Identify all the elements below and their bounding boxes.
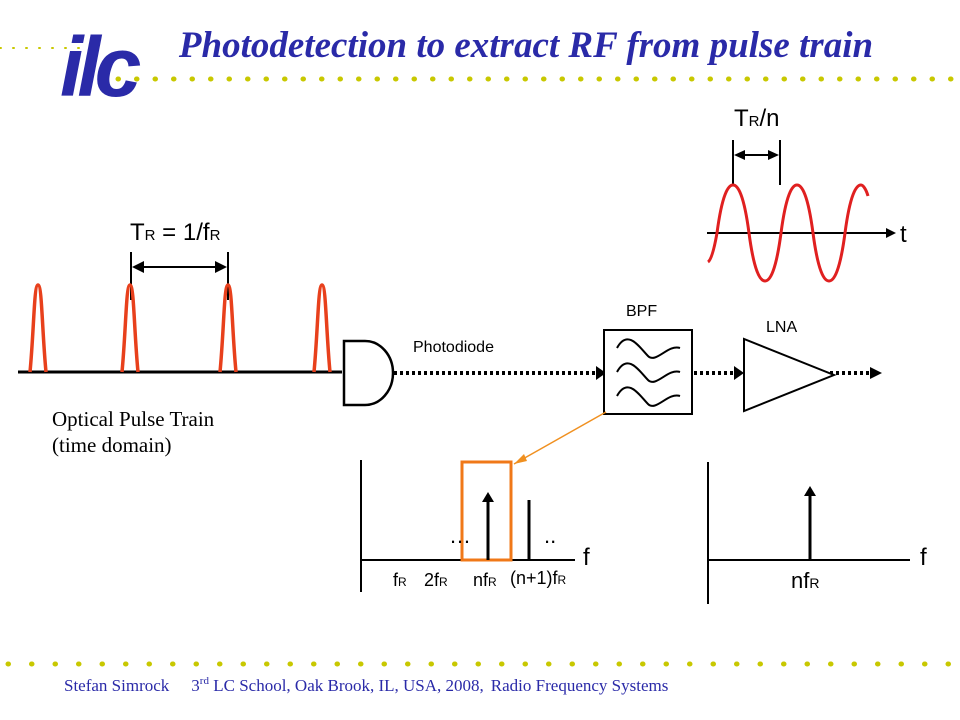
spectrum-axis-label: f — [920, 544, 927, 571]
dotted-rule-top — [0, 47, 960, 82]
output-arrowhead — [870, 367, 882, 379]
rf-sine-wave — [706, 183, 870, 283]
rf-period-arrow — [732, 140, 781, 185]
period-label: TR = 1/fR — [130, 219, 221, 246]
spectral-line-n-arrowhead — [482, 492, 494, 502]
pulse-caption: Optical Pulse Train (time domain) — [52, 407, 219, 457]
photodiode-symbol — [342, 339, 395, 407]
spectrum-axis-label: f — [583, 544, 590, 571]
lna-label: LNA — [766, 319, 797, 336]
spectrum-plot-2: f nfR — [707, 462, 927, 604]
optical-pulse — [218, 283, 238, 373]
spectrum-tick-label: nfR — [791, 568, 819, 593]
signal-arrowhead — [596, 366, 606, 380]
time-axis-label: t — [900, 221, 907, 248]
spectrum-dots-left: … — [449, 523, 471, 548]
ilc-logo: ilc — [60, 20, 141, 114]
spectrum-dots-right: .. — [544, 523, 556, 548]
optical-pulse — [312, 283, 332, 373]
rf-period-label: TR/n — [734, 105, 780, 132]
photodiode-label: Photodiode — [413, 339, 494, 356]
bpf-label: BPF — [626, 303, 657, 320]
bpf-callout-line — [513, 411, 607, 465]
spectrum-tick-label: fR — [393, 570, 407, 590]
spectrum-tick-label: 2fR — [424, 570, 448, 590]
spectral-line-n-arrowhead — [804, 486, 816, 496]
spectrum-plot-1: … .. f fR 2fR nfR (n+1)fR — [360, 411, 607, 592]
signal-arrowhead — [734, 366, 744, 380]
spectrum-tick-label: nfR — [473, 570, 497, 590]
period-arrow — [130, 252, 229, 300]
optical-pulse-train — [18, 283, 342, 374]
page-title: Photodetection to extract RF from pulse … — [178, 25, 873, 66]
optical-pulse — [120, 283, 140, 373]
bpf-callout-arrowhead — [514, 454, 527, 464]
bpf-wave-icon — [616, 338, 681, 407]
optical-pulse — [28, 283, 48, 373]
spectrum-tick-label: (n+1)fR — [510, 568, 567, 588]
time-axis-arrowhead — [886, 228, 896, 238]
lna-amplifier — [743, 337, 837, 413]
